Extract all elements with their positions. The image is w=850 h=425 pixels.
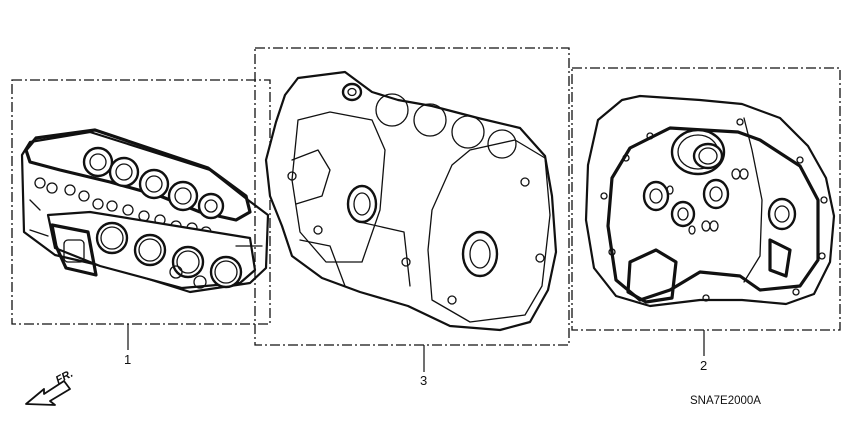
front-arrow-icon: [25, 380, 71, 406]
cylinder-head-kit-frame: [11, 79, 271, 325]
diagram-code: SNA7E2000A: [690, 395, 761, 407]
callout-3: 3: [420, 373, 427, 388]
axle-oil-seal: [767, 197, 797, 231]
callout-1: 1: [124, 352, 131, 367]
cylinder-head-illustration: [20, 128, 270, 294]
transmission-case-illustration: [584, 94, 836, 308]
transmission-kit-frame: [571, 67, 841, 331]
engine-block-illustration: [264, 70, 558, 332]
front-oil-seal: [346, 184, 378, 224]
front-direction-label: FR.: [54, 368, 75, 387]
rear-oil-seal: [461, 230, 499, 278]
engine-block-kit-frame: [254, 47, 570, 346]
cover-gasket: [626, 248, 678, 304]
front-direction-indicator: FR.: [25, 368, 75, 406]
transmission-kit-panel: 2: [571, 67, 841, 373]
cylinder-head-kit-panel: 1: [11, 79, 271, 367]
engine-block-kit-panel: 3: [254, 47, 570, 388]
callout-2: 2: [700, 358, 707, 373]
